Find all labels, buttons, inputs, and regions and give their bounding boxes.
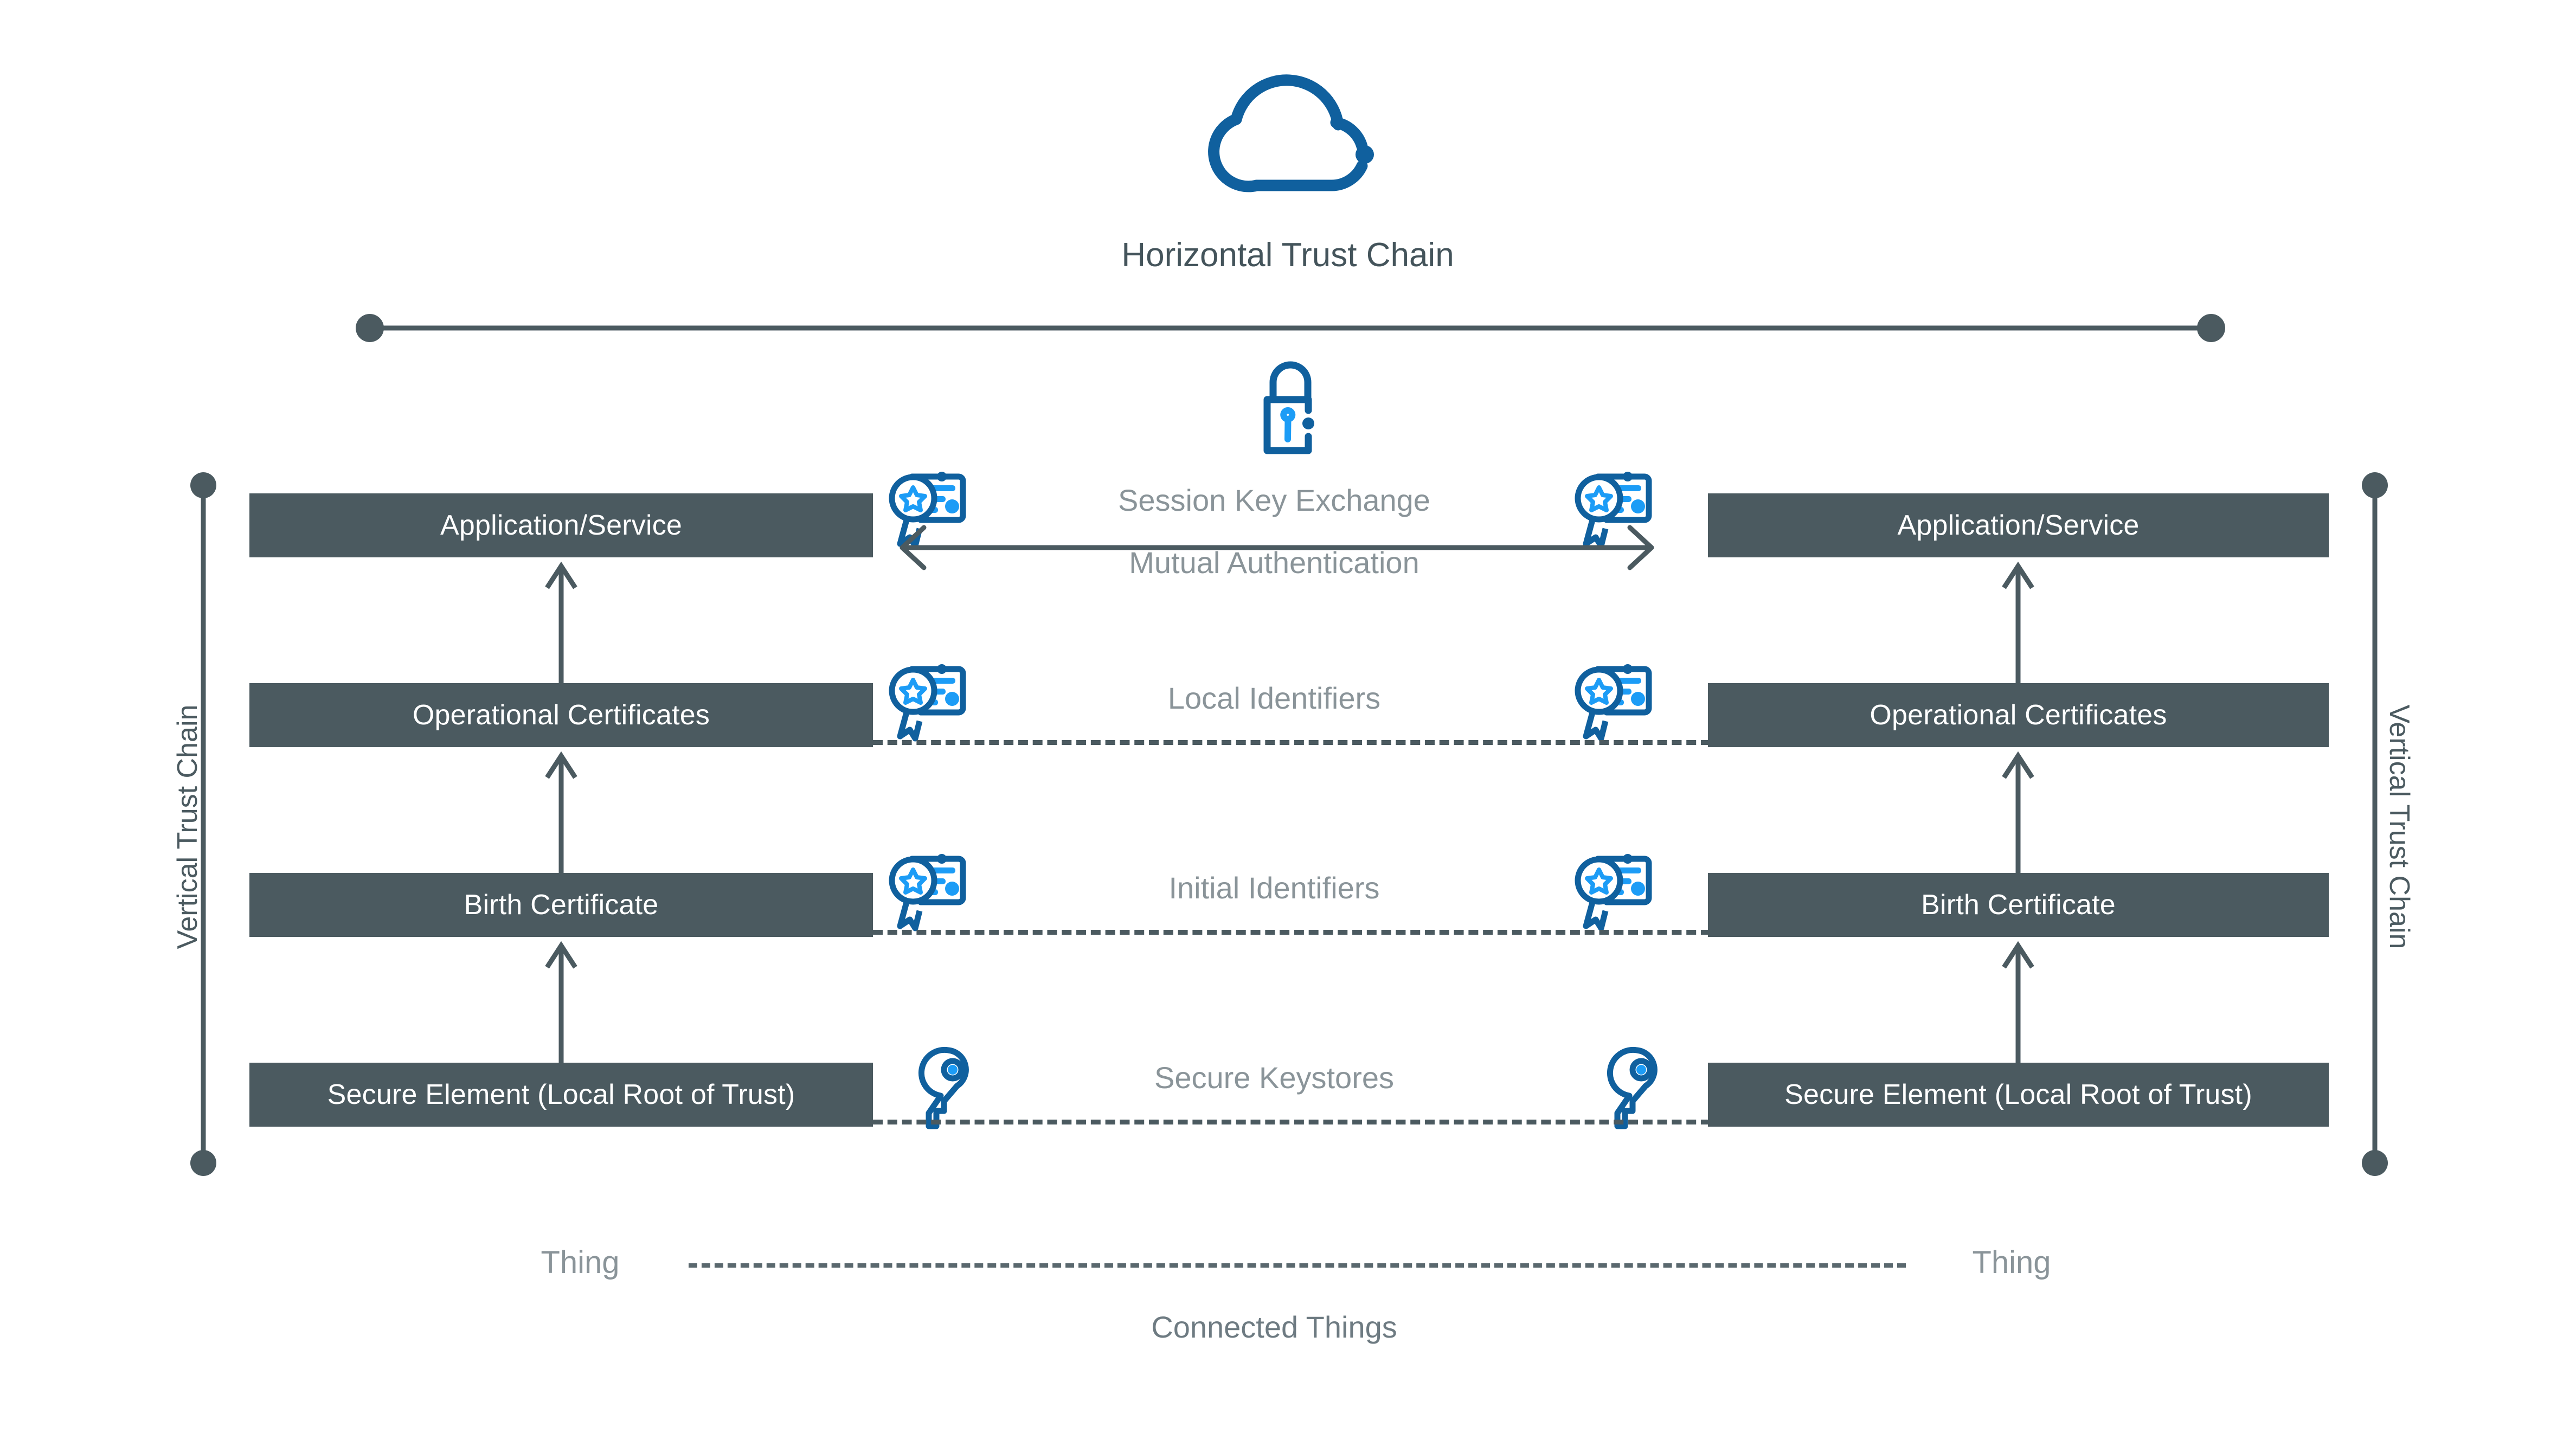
left-arrow-up-1 <box>545 557 577 683</box>
lock-icon <box>1255 355 1326 458</box>
left-tier-operational-certificates[interactable]: Operational Certificates <box>249 683 873 747</box>
tier-label: Secure Element (Local Root of Trust) <box>327 1079 795 1110</box>
right-tier-birth-certificate[interactable]: Birth Certificate <box>1708 873 2329 937</box>
left-tier-application-service[interactable]: Application/Service <box>249 493 873 557</box>
left-vertical-trust-chain-label: Vertical Trust Chain <box>172 704 203 949</box>
key-icon-right <box>1607 1044 1673 1136</box>
right-vertical-trust-chain-line <box>2353 464 2397 1185</box>
right-vertical-trust-chain-label: Vertical Trust Chain <box>2384 704 2415 949</box>
left-arrow-up-2 <box>545 747 577 873</box>
right-tier-application-service[interactable]: Application/Service <box>1708 493 2329 557</box>
certificate-icon-row-initial-right <box>1575 846 1656 933</box>
cloud-icon <box>1198 65 1383 206</box>
right-tier-operational-certificates[interactable]: Operational Certificates <box>1708 683 2329 747</box>
tier-label: Birth Certificate <box>1921 889 2116 921</box>
certificate-icon-row-initial-left <box>889 846 971 933</box>
tier-label: Application/Service <box>1897 510 2140 541</box>
row-initial-dashed-connector <box>873 930 1711 935</box>
tier-label: Application/Service <box>440 510 683 541</box>
key-icon-left <box>918 1044 984 1136</box>
row-session-label-line1: Session Key Exchange <box>1118 483 1430 517</box>
certificate-icon-row-session-right <box>1575 464 1656 550</box>
right-tier-secure-element[interactable]: Secure Element (Local Root of Trust) <box>1708 1063 2329 1127</box>
left-arrow-up-3 <box>545 937 577 1063</box>
row-keystore-label: Secure Keystores <box>1154 1061 1394 1095</box>
connected-things-dashed-line <box>689 1263 1906 1268</box>
left-vertical-trust-chain-line <box>182 464 225 1185</box>
certificate-icon-row-session-left <box>889 464 971 550</box>
right-arrow-up-2 <box>2002 747 2034 873</box>
left-tier-secure-element[interactable]: Secure Element (Local Root of Trust) <box>249 1063 873 1127</box>
double-headed-arrow <box>884 523 1670 572</box>
connected-things-caption: Connected Things <box>1151 1310 1397 1344</box>
page-title: Horizontal Trust Chain <box>1121 236 1454 274</box>
row-local-label: Local Identifiers <box>1167 681 1381 715</box>
row-initial-label: Initial Identifiers <box>1168 871 1380 905</box>
right-thing-label: Thing <box>1972 1245 2051 1280</box>
left-thing-label: Thing <box>541 1245 620 1280</box>
certificate-icon-row-local-left <box>889 656 971 743</box>
certificate-icon-row-local-right <box>1575 656 1656 743</box>
tier-label: Secure Element (Local Root of Trust) <box>1784 1079 2252 1110</box>
right-arrow-up-3 <box>2002 937 2034 1063</box>
left-tier-birth-certificate[interactable]: Birth Certificate <box>249 873 873 937</box>
row-session-label-line2: Mutual Authentication <box>1129 545 1419 580</box>
horizontal-trust-chain-line <box>342 304 2239 352</box>
tier-label: Birth Certificate <box>464 889 659 921</box>
right-arrow-up-1 <box>2002 557 2034 683</box>
tier-label: Operational Certificates <box>412 699 710 731</box>
row-local-dashed-connector <box>873 740 1711 745</box>
tier-label: Operational Certificates <box>1870 699 2167 731</box>
row-keystore-dashed-connector <box>873 1120 1711 1124</box>
